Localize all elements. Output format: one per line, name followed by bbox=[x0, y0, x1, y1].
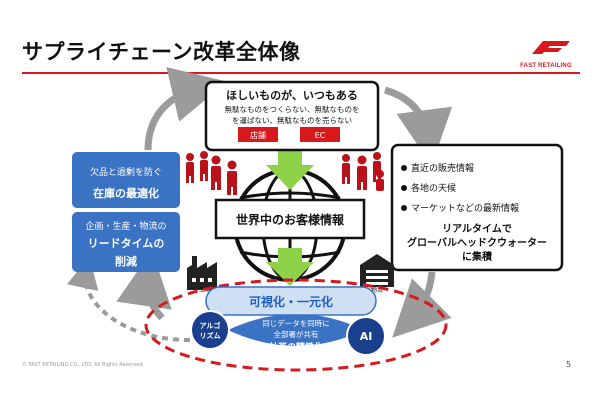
fast-retailing-logo: FAST RETAILING bbox=[510, 38, 582, 69]
algorithm-circle: アルゴ リズム bbox=[190, 310, 230, 350]
brand-name: FAST RETAILING bbox=[520, 63, 572, 69]
page-number: 5 bbox=[566, 360, 572, 369]
left-box-bottom-line3: 削減 bbox=[115, 254, 137, 268]
person-icon bbox=[186, 153, 194, 183]
person-icon bbox=[211, 155, 221, 190]
arrow-dashed-left bbox=[67, 256, 191, 342]
right-line2: グローバルヘッドクウォーター bbox=[407, 236, 547, 249]
customer-people-icons bbox=[186, 151, 384, 195]
algorithm-line1: アルゴ bbox=[200, 321, 221, 330]
top-box: ほしいものが、いつもある 無駄なものをつくらない、無駄なものを を運ばない、無駄… bbox=[204, 80, 380, 152]
footer-copyright: © FAST RETAILING CO., LTD. All Rights Re… bbox=[22, 362, 145, 368]
top-box-headline: ほしいものが、いつもある bbox=[226, 88, 358, 102]
bottom-banner: 可視化・一元化 bbox=[249, 294, 333, 309]
factory-icon bbox=[187, 256, 217, 290]
ec-button-label: EC bbox=[315, 131, 326, 140]
left-box-leadtime: 企画・生産・物流の リードタイムの 削減 bbox=[72, 212, 180, 272]
store-button[interactable] bbox=[238, 127, 278, 142]
brand-mark-icon bbox=[532, 41, 570, 54]
green-arrow-top bbox=[266, 150, 314, 190]
slide-title: サプライチェーン改革全体像 bbox=[22, 40, 301, 64]
dashed-red-ellipse bbox=[144, 278, 448, 372]
person-icon bbox=[227, 160, 237, 195]
ai-label: AI bbox=[360, 330, 373, 343]
top-box-line1: 無駄なものをつくらない、無駄なものを bbox=[225, 104, 360, 114]
cycle-arrows bbox=[67, 67, 453, 342]
person-icon bbox=[376, 170, 384, 191]
bullet-icon bbox=[401, 165, 407, 171]
right-line1: リアルタイムで bbox=[442, 223, 512, 235]
right-bullet-1: 直近の販売情報 bbox=[411, 162, 474, 174]
green-arrow-bottom bbox=[266, 248, 314, 286]
arrow-left-top bbox=[144, 67, 228, 151]
bottom-line3: 計画の精緻化 bbox=[269, 341, 323, 353]
right-bullet-2: 各地の天候 bbox=[411, 182, 456, 194]
right-info-box: 直近の販売情報 各地の天候 マーケットなどの最新情報 リアルタイムで グローバル… bbox=[390, 143, 564, 272]
banner-pill bbox=[205, 286, 377, 316]
center-label: 世界中のお客様情報 bbox=[236, 212, 345, 227]
ai-circle: AI bbox=[346, 316, 386, 356]
center-info-box: 世界中のお客様情報 bbox=[214, 198, 366, 240]
title-rule bbox=[22, 72, 580, 74]
left-box-top-line1: 欠品と過剰を防ぐ bbox=[90, 166, 162, 178]
right-line3: に集積 bbox=[462, 250, 493, 263]
warehouse-label: 物流 bbox=[371, 286, 383, 294]
left-box-top-line2: 在庫の最適化 bbox=[93, 186, 159, 200]
shared-data-lens bbox=[228, 314, 364, 346]
bottom-line1: 同じデータを同時に bbox=[262, 318, 330, 328]
bottom-line2: 全部署が共有 bbox=[274, 329, 319, 339]
ec-button[interactable] bbox=[300, 127, 340, 142]
person-icon bbox=[200, 151, 208, 181]
person-icon bbox=[357, 155, 367, 190]
top-box-line2: を運ばない、無駄なものを売らない bbox=[232, 115, 352, 125]
arrow-right-bottom bbox=[392, 271, 452, 338]
store-button-label: 店舗 bbox=[250, 130, 266, 140]
warehouse-icon bbox=[360, 254, 394, 287]
left-box-bottom-line2: リードタイムの bbox=[88, 237, 165, 250]
bottom-visualization: 可視化・一元化 同じデータを同時に 全部署が共有 計画の精緻化 bbox=[144, 278, 448, 372]
left-box-inventory: 欠品と過剰を防ぐ 在庫の最適化 bbox=[72, 152, 180, 208]
arrow-left-bottom bbox=[116, 250, 172, 321]
bullet-icon bbox=[401, 205, 407, 211]
arrow-right-top bbox=[383, 86, 453, 166]
left-box-bottom-line1: 企画・生産・物流の bbox=[85, 220, 166, 232]
algorithm-line2: リズム bbox=[200, 331, 221, 340]
right-bullet-3: マーケットなどの最新情報 bbox=[411, 202, 519, 214]
person-icon bbox=[342, 154, 350, 184]
bullet-icon bbox=[401, 185, 407, 191]
